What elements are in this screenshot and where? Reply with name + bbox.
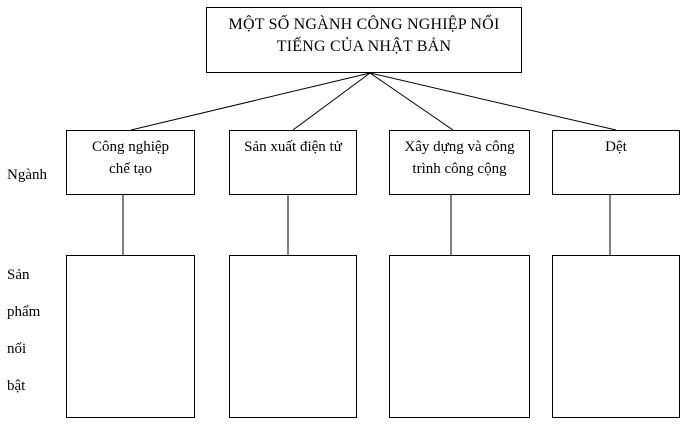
row-label-products-word-1: Sản — [7, 267, 30, 283]
row-label-industry: Ngành — [7, 167, 47, 183]
connector-title-cat-4 — [369, 72, 617, 131]
category-box-construction: Xây dựng và công trình công cộng — [389, 130, 530, 195]
row-label-products-word-3: nổi — [7, 341, 27, 357]
category-box-electronics: Sản xuất điện tử — [229, 130, 357, 195]
connector-title-cat-2 — [292, 72, 371, 131]
product-box-construction — [389, 255, 530, 418]
row-label-products: Sản phẩm nổi bật — [7, 264, 47, 412]
category-box-manufacturing: Công nghiệp chế tạo — [66, 130, 195, 195]
product-box-electronics — [229, 255, 357, 418]
product-box-textile — [552, 255, 680, 418]
row-label-products-word-4: bật — [7, 378, 26, 394]
diagram-title: MỘT SỐ NGÀNH CÔNG NGHIỆP NỔI TIẾNG CỦA N… — [206, 7, 522, 73]
row-label-products-word-2: phẩm — [7, 304, 41, 320]
connector-title-cat-1 — [130, 72, 371, 131]
connector-title-cat-3 — [369, 72, 454, 131]
product-box-manufacturing — [66, 255, 195, 418]
category-box-textile: Dệt — [552, 130, 680, 195]
